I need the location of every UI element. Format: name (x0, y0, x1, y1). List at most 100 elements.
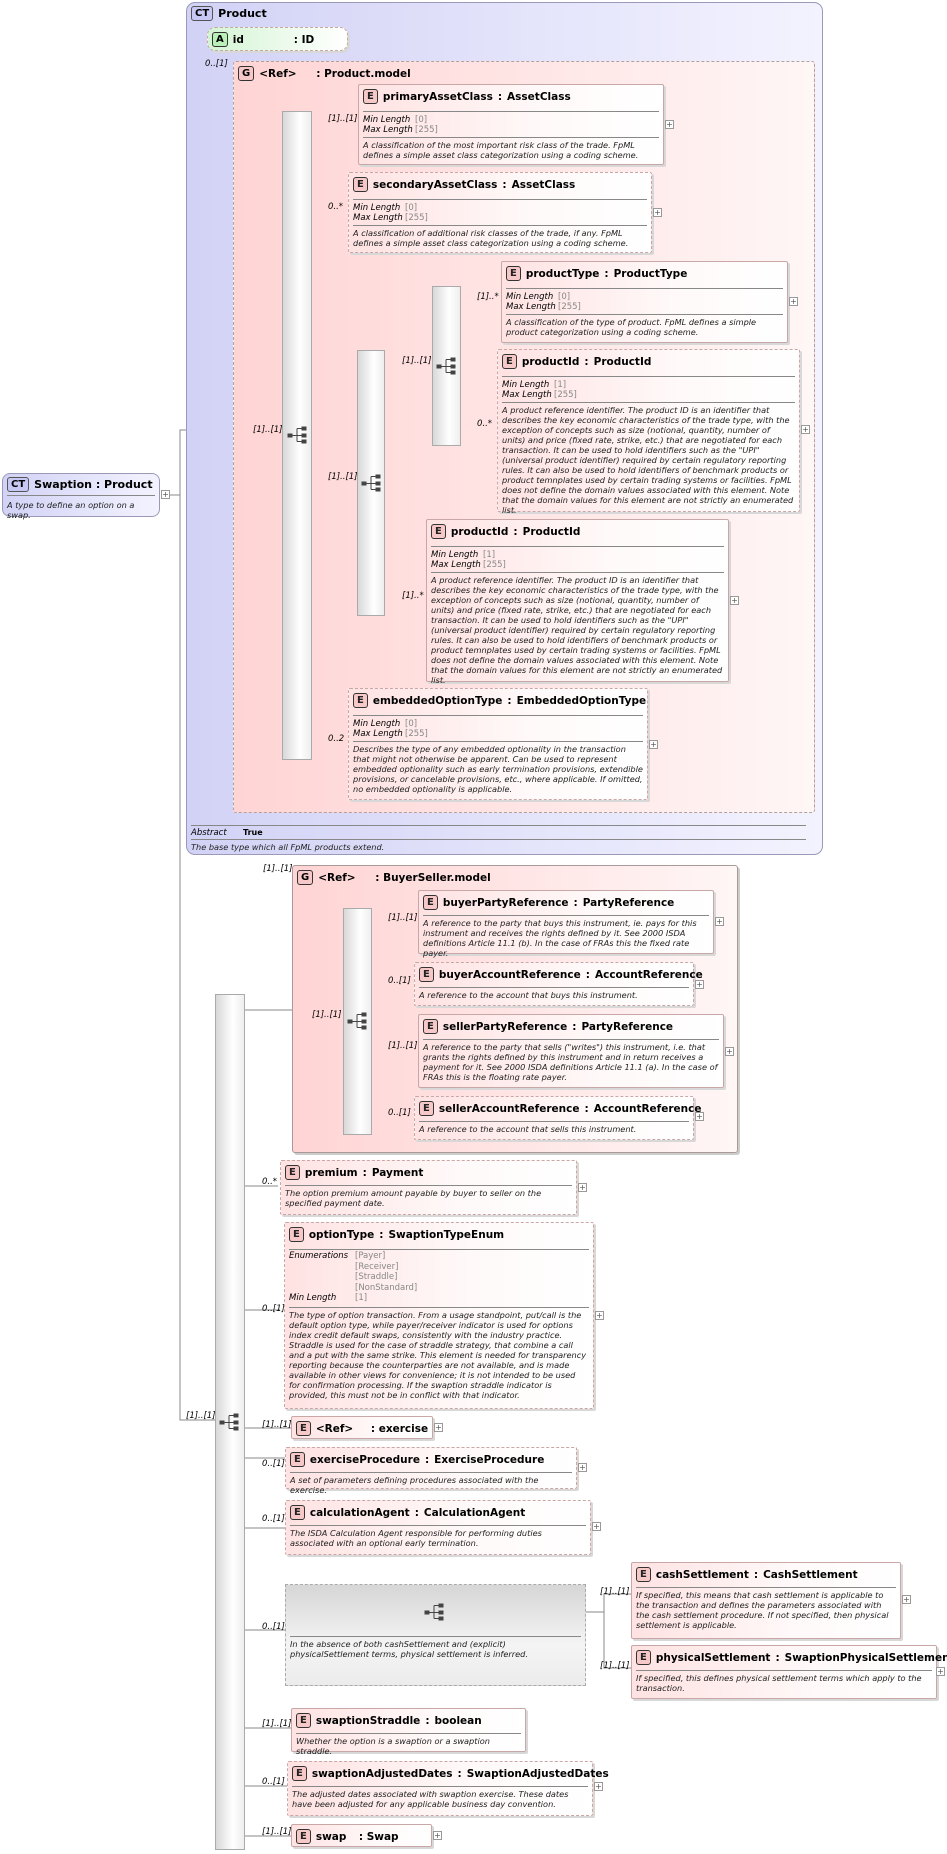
element-tag: E (290, 1452, 305, 1467)
element-props: Min Length[0]Max Length[255] (353, 203, 428, 223)
expand-icon[interactable]: + (649, 740, 658, 749)
element-name: swaptionAdjustedDates (311, 1767, 453, 1780)
sequence-icon (219, 1413, 239, 1431)
element-tag: E (636, 1567, 651, 1582)
card-premium: 0..* (262, 1177, 278, 1187)
element-tag: E (636, 1650, 651, 1665)
expand-icon[interactable]: + (653, 208, 662, 217)
element-description: Whether the option is a swaption or a sw… (296, 1736, 490, 1756)
element-type: SwaptionPhysicalSettlement (784, 1651, 947, 1664)
expand-icon[interactable]: + (578, 1183, 587, 1192)
expand-icon[interactable]: + (730, 596, 739, 605)
expand-icon[interactable]: + (801, 425, 810, 434)
expand-icon[interactable]: + (695, 1112, 704, 1121)
swaption-header: CT Swaption : Product (7, 477, 153, 492)
element-type: ProductId (593, 355, 652, 368)
element-tag: E (363, 89, 378, 104)
element-tag: E (419, 1101, 434, 1116)
expand-icon[interactable]: + (592, 1522, 601, 1531)
expand-icon[interactable]: + (595, 1311, 604, 1320)
divider (191, 825, 806, 826)
group-tag: G (238, 66, 255, 81)
card-cash-settlement: [1]..[1] (600, 1587, 630, 1597)
swaption-description: A type to define an option on a swap. (7, 500, 135, 520)
element-props: Min Length[1]Max Length[255] (431, 550, 506, 570)
element-name: <Ref> (315, 1422, 354, 1435)
element-type: ExerciseProcedure (434, 1453, 545, 1466)
card-swaption-adjusted-dates: 0..[1] (262, 1777, 285, 1787)
swaption-complex-type: CT Swaption : Product A type to define a… (2, 473, 160, 520)
complex-type-tag: CT (191, 6, 214, 21)
element-name: productId (521, 355, 580, 368)
card-primary-asset-class: [1]..[1] (328, 114, 358, 124)
element-type: AssetClass (507, 90, 571, 103)
element-description: The adjusted dates associated with swapt… (292, 1789, 569, 1809)
element-description: The type of option transaction. From a u… (289, 1310, 587, 1400)
element-type: : Swap (358, 1830, 399, 1843)
card-seller-party: [1]..[1] (388, 1041, 418, 1051)
product-model-type: : Product.model (316, 67, 411, 80)
card-option-type: 0..[1] (262, 1304, 285, 1314)
element-tag: E (285, 1165, 300, 1180)
expand-icon[interactable]: + (715, 917, 724, 926)
element-props: Min Length[0]Max Length[255] (363, 115, 438, 135)
expand-icon[interactable]: + (433, 1831, 442, 1840)
element-name: productType (525, 267, 600, 280)
expand-icon[interactable]: + (789, 297, 798, 306)
element-type: ProductType (613, 267, 688, 280)
element-description: A product reference identifier. The prod… (431, 575, 723, 685)
element-description: A set of parameters defining procedures … (290, 1475, 539, 1495)
element-tag: E (353, 177, 368, 192)
id-attr-name: id (232, 33, 244, 46)
card-physical-settlement: [1]..[1] (600, 1661, 630, 1671)
card-product-id-2: [1]..* (402, 591, 424, 601)
element-name: embeddedOptionType (372, 694, 503, 707)
element-tag: E (289, 1227, 304, 1242)
card-swaption-straddle: [1]..[1] (262, 1719, 292, 1729)
card-product-model: [1]..[1] (253, 425, 283, 435)
element-type: AssetClass (511, 178, 576, 191)
expand-icon[interactable]: + (665, 120, 674, 129)
expand-icon[interactable]: + (434, 1423, 443, 1432)
expand-icon[interactable]: + (695, 980, 704, 989)
expand-icon[interactable]: + (594, 1782, 603, 1791)
expand-icon[interactable]: + (936, 1667, 945, 1676)
sequence-icon (287, 426, 307, 444)
card-product-id-1: 0..* (477, 419, 493, 429)
id-attribute: A id : ID (207, 27, 348, 51)
expand-swaption-icon[interactable]: + (161, 490, 170, 499)
element-name: calculationAgent (309, 1506, 410, 1519)
element-name: premium (304, 1166, 358, 1179)
expand-icon[interactable]: + (578, 1463, 587, 1472)
element-name: buyerPartyReference (442, 896, 569, 909)
element-name: swap (315, 1830, 347, 1843)
element-props: Enumerations[Payer] [Receiver] [Straddle… (289, 1251, 418, 1303)
element-description: A reference to the account that sells th… (419, 1124, 637, 1134)
attribute-tag: A (212, 32, 228, 47)
card-buyer-seller-model: [1]..[1] (263, 864, 293, 874)
expand-icon[interactable]: + (725, 1047, 734, 1056)
expand-icon[interactable]: + (902, 1595, 911, 1604)
element-tag: E (296, 1713, 311, 1728)
settlement-choice-description: In the absence of both cashSettlement an… (290, 1639, 528, 1659)
element-name: cashSettlement (655, 1568, 749, 1581)
complex-type-tag: CT (7, 477, 30, 492)
element-tag: E (296, 1421, 311, 1436)
card-seller-account: 0..[1] (388, 1108, 411, 1118)
element-name: exerciseProcedure (309, 1453, 420, 1466)
group-tag: G (297, 870, 314, 885)
element-description: The option premium amount payable by buy… (285, 1188, 542, 1208)
element-name: swaptionStraddle (315, 1714, 421, 1727)
sequence-icon (347, 1012, 367, 1030)
card-id: 0..[1] (205, 59, 228, 69)
product-header: CT Product (191, 6, 267, 21)
swaption-title: Swaption : Product (34, 478, 153, 491)
